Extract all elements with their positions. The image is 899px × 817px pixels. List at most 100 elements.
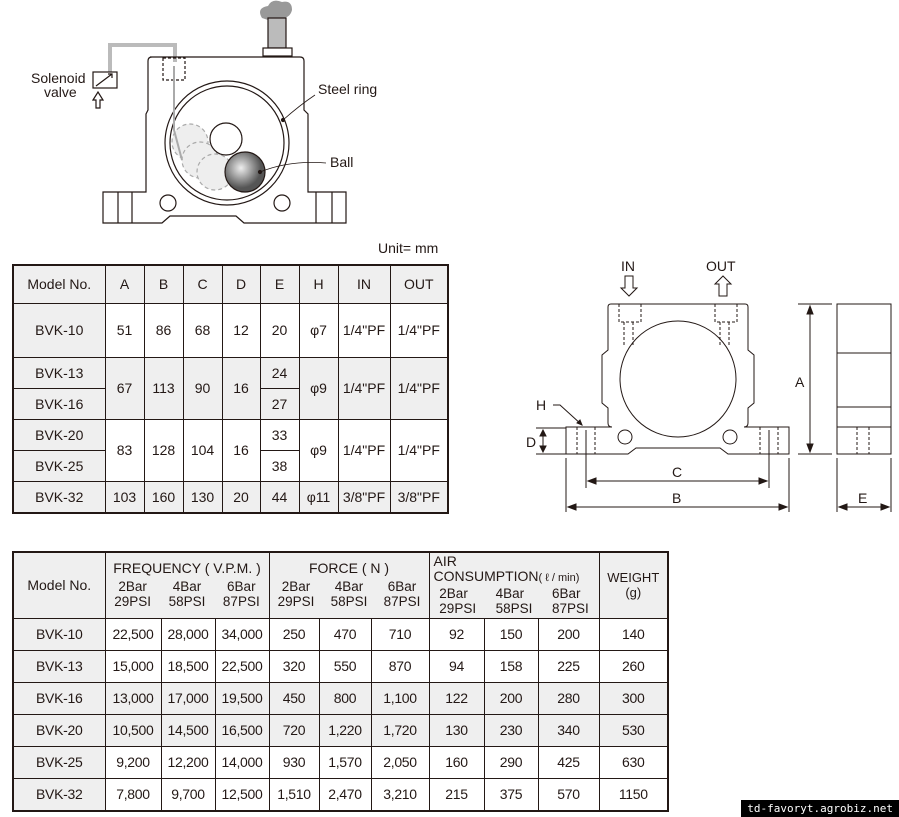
- cell: 12,500: [214, 777, 270, 811]
- dimension-diagram: IN OUT A C B E D H: [526, 258, 892, 512]
- cell: 92: [428, 617, 485, 651]
- bar: 6Bar: [227, 579, 256, 595]
- cell: 2,470: [318, 777, 372, 811]
- cell: 150: [483, 617, 539, 651]
- table-row: BVK-32 103 160 130 20 44 φ11 3/8"PF 3/8"…: [12, 480, 449, 513]
- cell: 22,500: [104, 617, 162, 651]
- cell: 104: [182, 418, 223, 482]
- model-cell: BVK-10: [12, 617, 106, 651]
- cell: 22,500: [214, 649, 270, 683]
- steel-ring: [164, 80, 290, 206]
- cell: φ9: [298, 418, 339, 482]
- cell: 450: [268, 681, 320, 715]
- dimension-table: Model No. A B C D E H IN OUT BVK-10 51 8…: [12, 264, 449, 514]
- cell: 33: [259, 418, 300, 451]
- vibrator-body: [102, 56, 347, 224]
- col-model: Model No.: [12, 264, 106, 304]
- side-view: [836, 303, 892, 455]
- cell: 10,500: [104, 713, 162, 747]
- cell: 103: [104, 480, 145, 513]
- model-cell: BVK-20: [12, 418, 106, 451]
- cell: 720: [268, 713, 320, 747]
- col-in: IN: [337, 264, 391, 304]
- out-label: OUT: [706, 258, 736, 274]
- cell: 17,000: [160, 681, 216, 715]
- col-d: D: [221, 264, 261, 304]
- air-title-2: CONSUMPTION: [433, 568, 539, 585]
- psi: 87PSI: [383, 594, 421, 610]
- cell: 570: [537, 777, 600, 811]
- cell: 16: [221, 418, 261, 482]
- model-cell: BVK-25: [12, 745, 106, 779]
- cell: 710: [370, 617, 430, 651]
- cell: 215: [428, 777, 485, 811]
- cell: 18,500: [160, 649, 216, 683]
- cell: 44: [259, 480, 300, 513]
- cell: 86: [143, 302, 184, 358]
- air-pipe: [108, 43, 177, 73]
- model-cell: BVK-25: [12, 449, 106, 482]
- cell: 260: [598, 649, 669, 683]
- cell: 20: [259, 302, 300, 358]
- dim-a-label: A: [795, 374, 805, 390]
- model-cell: BVK-10: [12, 302, 106, 358]
- model-cell: BVK-20: [12, 713, 106, 747]
- model-cell: BVK-16: [12, 681, 106, 715]
- cell: 16,500: [214, 713, 270, 747]
- cell: 1/4"PF: [337, 356, 391, 420]
- cell: 3,210: [370, 777, 430, 811]
- cell: 1150: [598, 777, 669, 811]
- psi: 87PSI: [222, 594, 260, 610]
- bar: 2Bar: [118, 579, 147, 595]
- in-arrow-icon: [619, 275, 639, 297]
- model-cell: BVK-32: [12, 777, 106, 811]
- cell: 230: [483, 713, 539, 747]
- cell: 34,000: [214, 617, 270, 651]
- table-row: BVK-20 83 128 104 16 33 φ9 1/4"PF 1/4"PF: [12, 418, 449, 482]
- weight-title: WEIGHT: [607, 570, 660, 586]
- ball: [224, 151, 266, 193]
- psi: 29PSI: [439, 601, 477, 617]
- cell: 630: [598, 745, 669, 779]
- cell: 7,800: [104, 777, 162, 811]
- cell: 128: [143, 418, 184, 482]
- cell: 1/4"PF: [337, 302, 391, 358]
- col-model: Model No.: [12, 551, 106, 619]
- cell: φ11: [298, 480, 339, 513]
- cell: 14,500: [160, 713, 216, 747]
- psi: 29PSI: [114, 594, 152, 610]
- valve-label: valve: [44, 84, 77, 100]
- out-arrow-icon: [713, 275, 733, 297]
- col-c: C: [182, 264, 223, 304]
- cell: 290: [483, 745, 539, 779]
- cell: 200: [537, 617, 600, 651]
- cell: 425: [537, 745, 600, 779]
- table-header: Model No. A B C D E H IN OUT: [12, 264, 449, 304]
- cell: 1,570: [318, 745, 372, 779]
- cell: 250: [268, 617, 320, 651]
- col-weight: WEIGHT(g): [598, 551, 669, 619]
- bar: 6Bar: [551, 586, 581, 602]
- cell: 16: [221, 356, 261, 420]
- bar: 4Bar: [334, 579, 364, 595]
- psi: 58PSI: [495, 601, 533, 617]
- air-title: AIR: [433, 553, 457, 570]
- cell: 160: [428, 745, 485, 779]
- operation-diagram: Solenoid valve Steel ring Ball: [31, 0, 377, 224]
- cell: 122: [428, 681, 485, 715]
